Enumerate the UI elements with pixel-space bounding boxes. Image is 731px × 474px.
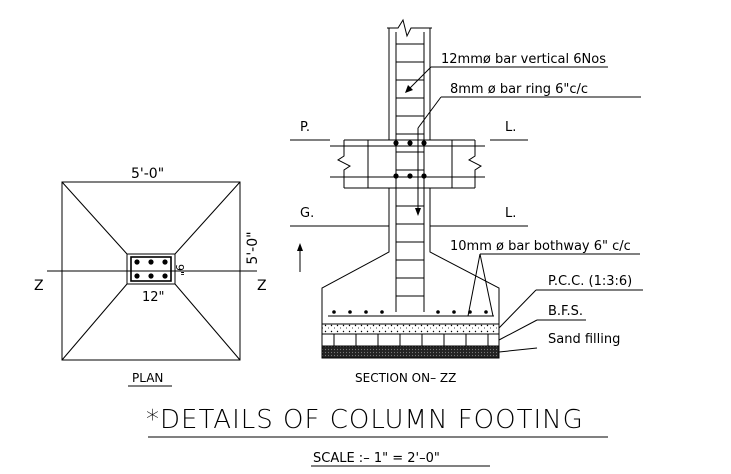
label-bfs: B.F.S.	[548, 304, 583, 319]
plan-rebar-dot	[162, 273, 168, 279]
plan-column-depth: 9"	[173, 264, 186, 276]
plan-caption: PLAN	[132, 371, 163, 385]
leader-arrow	[405, 85, 413, 93]
leader-bar-ring	[417, 96, 442, 129]
leader-bar-vertical	[407, 66, 432, 91]
footing-right-outline	[429, 226, 500, 324]
sand-layer	[321, 345, 500, 359]
plan-rebar-dot	[134, 273, 140, 279]
plinth-level-right: L.	[505, 120, 516, 135]
leader-bar-bothway	[479, 253, 494, 317]
drawing-title: *DETAILS OF COLUMN FOOTING	[146, 405, 584, 435]
footing-left-outline	[321, 226, 390, 324]
plan-rebar-dot	[148, 273, 154, 279]
ring-leader-arrow	[415, 208, 421, 216]
plan-section-left: Z	[34, 278, 44, 294]
plan-top-dimension: 5'-0"	[131, 166, 164, 182]
beam-rebar-dot	[393, 140, 399, 146]
plan-section-right: Z	[257, 278, 267, 294]
plan-view: Z Z 5'-0" 5'-0" 12" 9" PLAN	[34, 166, 303, 387]
pcc-layer	[321, 323, 500, 335]
plan-column-width: 12"	[142, 290, 165, 305]
leader-bfs	[498, 319, 538, 341]
plan-slope-line	[174, 181, 241, 255]
bfs-brick-joints	[333, 334, 489, 346]
label-pcc: P.C.C. (1:3:6)	[548, 274, 632, 289]
beam-rebar-dot	[421, 140, 427, 146]
label-sand: Sand filling	[548, 332, 620, 347]
plan-side-dimension: 5'-0"	[245, 231, 261, 264]
bottom-mesh-dots	[332, 310, 488, 314]
drawing-scale: SCALE :– 1" = 2'–0"	[313, 451, 440, 466]
plan-slope-line	[174, 283, 241, 361]
ground-level-left: G.	[300, 206, 314, 221]
bfs-layer	[321, 333, 500, 347]
plan-slope-line	[61, 283, 128, 361]
beam-rebar-dot	[421, 173, 427, 179]
plan-column	[130, 256, 172, 282]
ground-level-right: L.	[505, 206, 516, 221]
label-bar-bothway: 10mm ø bar bothway 6" c/c	[450, 239, 631, 254]
section-view: P. L. G. L.	[290, 18, 643, 385]
plan-column-outer	[126, 253, 176, 285]
beam-rebar-dot	[393, 173, 399, 179]
column-break-line	[387, 18, 432, 38]
leader-pcc	[498, 289, 537, 329]
plinth-level-left: P.	[300, 120, 310, 135]
ring-stirrups	[396, 43, 424, 297]
leader-sand	[498, 347, 538, 353]
plan-rebar-dot	[148, 259, 154, 265]
section-arrow-head	[297, 243, 303, 251]
plan-rebar-dot	[134, 259, 140, 265]
beam-rebar-dot	[407, 173, 413, 179]
beam-rebar-dot	[407, 140, 413, 146]
plinth-beam	[330, 139, 485, 189]
leader-bar-bothway	[467, 253, 481, 317]
section-caption: SECTION ON– ZZ	[355, 371, 456, 385]
plan-slope-line	[61, 181, 128, 255]
plan-rebar-dot	[162, 259, 168, 265]
label-bar-ring: 8mm ø bar ring 6"c/c	[450, 82, 588, 97]
label-bar-vertical: 12mmø bar vertical 6Nos	[441, 52, 606, 67]
